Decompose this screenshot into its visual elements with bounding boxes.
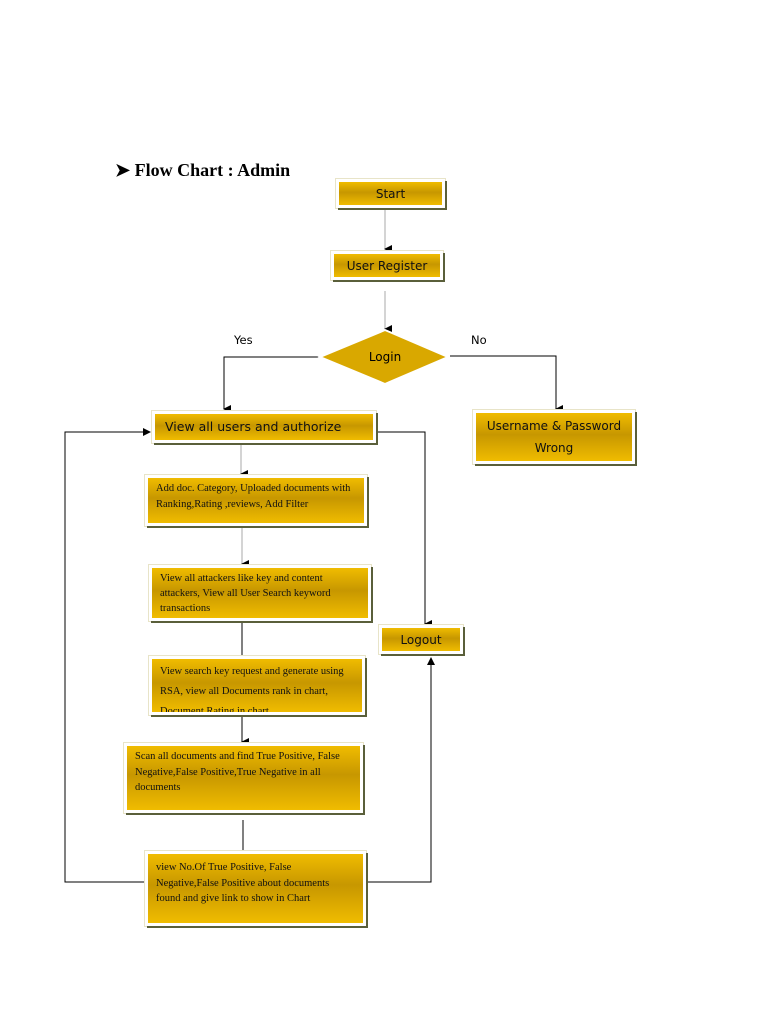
arrow-no	[450, 355, 563, 413]
login-decision-label: Login	[368, 350, 402, 364]
yes-label: Yes	[234, 333, 253, 347]
arrowhead-bullet-icon: ➤	[115, 160, 135, 180]
view-search-node: View search key request and generate usi…	[149, 656, 365, 715]
loop-back-arrow	[64, 428, 151, 883]
login-diamond	[317, 328, 451, 386]
no-label: No	[471, 333, 487, 347]
add-doc-node: Add doc. Category, Uploaded documents wi…	[145, 475, 367, 526]
user-register-node: User Register	[331, 251, 443, 280]
view-counts-node: view No.Of True Positive, False Negative…	[145, 851, 366, 926]
arrow-counts-to-logout	[366, 657, 435, 883]
view-users-node: View all users and authorize	[152, 411, 376, 443]
logout-node: Logout	[379, 625, 463, 654]
arrow-to-logout	[376, 431, 432, 628]
start-node: Start	[336, 179, 445, 208]
username-password-wrong-node: Username & Password Wrong	[473, 410, 635, 464]
view-attackers-node: View all attackers like key and content …	[149, 565, 371, 621]
scan-documents-node: Scan all documents and find True Positiv…	[124, 743, 363, 813]
arrow-yes	[223, 356, 320, 413]
page-title: ➤ Flow Chart : Admin	[115, 160, 291, 180]
